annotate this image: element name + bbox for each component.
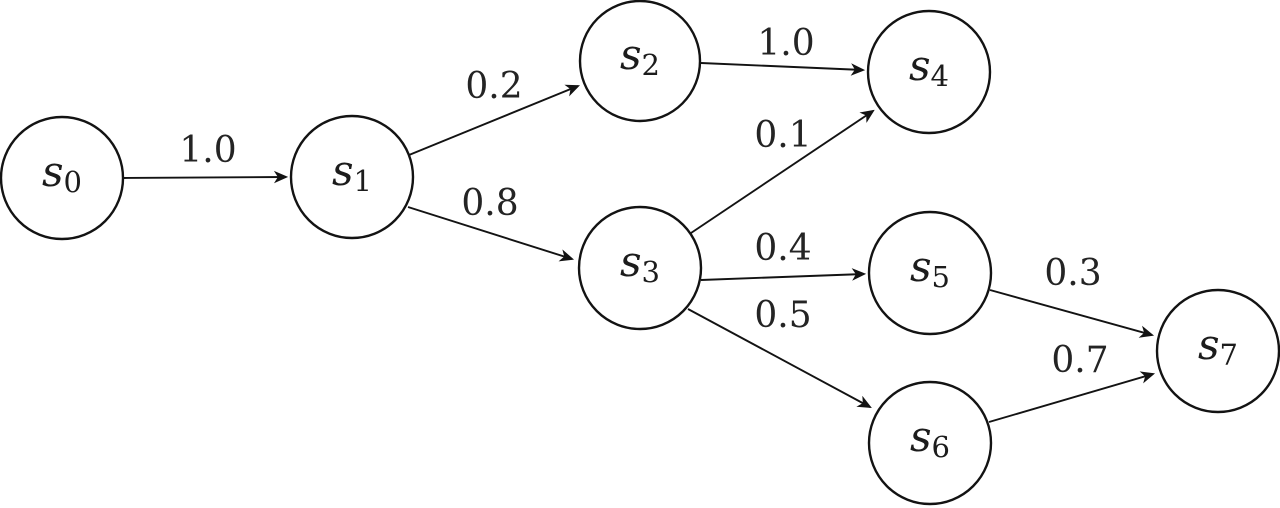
edge-s1-s2 — [408, 84, 580, 156]
node-label-s7-subscript: 7 — [1220, 338, 1238, 372]
node-label-s3: s3 — [620, 237, 660, 289]
node-label-s1-letter: s — [332, 146, 354, 195]
node-label-s7-letter: s — [1198, 320, 1220, 369]
node-label-s6: s6 — [910, 412, 950, 464]
node-label-s2-letter: s — [620, 30, 642, 79]
node-label-s6-subscript: 6 — [932, 430, 950, 464]
edge-s2-s4 — [700, 62, 866, 76]
node-s2 — [578, 0, 702, 123]
node-label-s6-letter: s — [910, 412, 932, 461]
node-label-s2: s2 — [620, 30, 660, 82]
node-label-s4: s4 — [909, 41, 949, 93]
edge-group — [122, 62, 1156, 423]
node-label-s4-subscript: 4 — [931, 59, 949, 93]
edge-s3-s5 — [700, 268, 867, 281]
edge-prob-s6-s7: 0.7 — [1051, 340, 1108, 381]
node-s1 — [289, 114, 415, 240]
node-s0 — [0, 115, 125, 241]
node-label-s7: s7 — [1198, 320, 1238, 372]
edge-prob-s2-s4: 1.0 — [757, 23, 814, 64]
edge-s6-s7 — [988, 371, 1156, 423]
node-s4 — [866, 9, 992, 135]
node-label-s4-letter: s — [909, 41, 931, 90]
edge-label-group: 1.0 0.2 0.8 1.0 0.1 0.4 0.5 0.3 0.7 — [179, 23, 1108, 381]
edge-s5-s7 — [989, 289, 1155, 338]
node-label-s0-subscript: 0 — [64, 165, 82, 199]
node-label-s1-subscript: 1 — [354, 164, 372, 198]
node-label-s5-letter: s — [910, 242, 932, 291]
node-s5 — [867, 210, 993, 336]
node-label-s1: s1 — [332, 146, 372, 198]
node-s3 — [577, 205, 703, 331]
node-s6 — [867, 380, 993, 506]
node-label-s0: s0 — [42, 147, 82, 199]
edge-prob-s1-s3: 0.8 — [461, 183, 518, 224]
edge-prob-s3-s6: 0.5 — [754, 295, 811, 336]
edge-prob-s1-s2: 0.2 — [465, 66, 522, 107]
edge-prob-s3-s4: 0.1 — [754, 115, 811, 156]
node-label-group: s0 s1 s2 s3 s4 s5 s6 s7 — [42, 30, 1238, 464]
node-label-s3-letter: s — [620, 237, 642, 286]
edge-s1-s3 — [407, 206, 575, 262]
edge-prob-s5-s7: 0.3 — [1044, 253, 1101, 294]
node-s7 — [1155, 288, 1280, 414]
edge-s3-s6 — [687, 308, 872, 409]
edge-prob-s3-s5: 0.4 — [754, 228, 811, 269]
node-label-s5-subscript: 5 — [932, 260, 950, 294]
node-label-s2-subscript: 2 — [642, 48, 660, 82]
node-label-s3-subscript: 3 — [642, 255, 660, 289]
edge-prob-s0-s1: 1.0 — [179, 130, 236, 171]
edge-s0-s1 — [122, 170, 289, 184]
node-label-s0-letter: s — [42, 147, 64, 196]
edge-s3-s4 — [690, 109, 875, 234]
node-label-s5: s5 — [910, 242, 950, 294]
